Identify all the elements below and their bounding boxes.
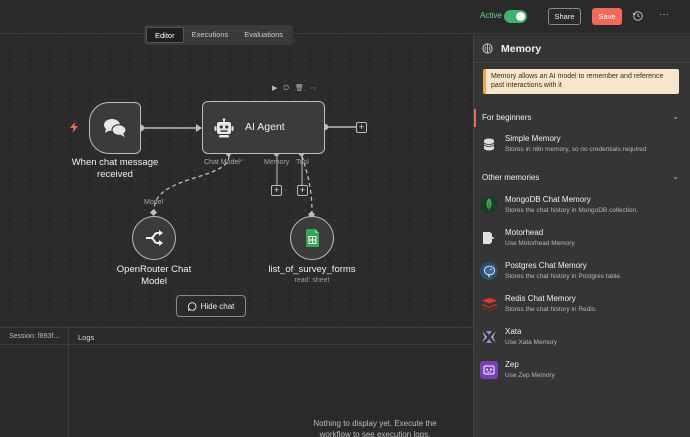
item-title: MongoDB Chat Memory [505, 195, 591, 204]
share-button[interactable]: Share [548, 8, 581, 25]
memory-item-zep[interactable]: Zep Use Zep Memory [474, 357, 690, 387]
node-creator-panel: Memory Memory allows an AI model to reme… [473, 35, 690, 437]
logs-divider [69, 344, 473, 345]
add-output-node-button[interactable]: + [356, 122, 367, 133]
chat-trigger-label: When chat message received [71, 157, 159, 180]
redis-icon [480, 295, 498, 313]
item-description: Stores the chat history in MongoDB colle… [505, 207, 638, 214]
memory-item-redis[interactable]: Redis Chat Memory Stores the chat histor… [474, 291, 690, 321]
session-divider [0, 344, 69, 345]
ai-agent-label: AI Agent [245, 121, 285, 133]
item-description: Use Motorhead Memory [505, 240, 575, 247]
history-icon[interactable] [632, 10, 644, 22]
save-button[interactable]: Save [592, 8, 622, 25]
section-other-memories[interactable]: Other memories ⌄ [474, 169, 690, 187]
item-description: Stores the chat history in Redis. [505, 306, 597, 313]
memory-info-callout: Memory allows an AI model to remember an… [483, 69, 679, 94]
chevron-down-icon: ⌄ [672, 172, 679, 181]
item-title: Zep [505, 360, 519, 369]
port-memory-label: Memory [264, 159, 290, 166]
google-sheets-node[interactable] [290, 216, 334, 260]
item-title: Xata [505, 327, 522, 336]
item-description: Stores in n8n memory, so no credentials … [505, 146, 647, 153]
xata-icon [480, 328, 498, 346]
model-port-label: Model [144, 199, 164, 206]
session-panel: Session: f893f... [0, 328, 69, 437]
hide-chat-button[interactable]: Hide chat [176, 295, 246, 317]
postgres-elephant-icon [480, 262, 498, 280]
memory-item-simple[interactable]: Simple Memory Stores in n8n memory, so n… [474, 131, 690, 161]
add-memory-button[interactable]: + [271, 185, 282, 196]
panel-header: Memory [474, 35, 690, 63]
add-tool-button[interactable]: + [297, 185, 308, 196]
section-title: Other memories [482, 173, 540, 182]
hide-chat-label: Hide chat [200, 301, 235, 311]
delete-icon[interactable]: 🗑 [294, 85, 310, 92]
memory-item-xata[interactable]: Xata Use Xata Memory [474, 324, 690, 354]
google-sheets-icon [306, 229, 319, 247]
section-accent [474, 109, 476, 127]
port-chat-model-label: Chat Model* [204, 159, 243, 166]
node-toolbar: ▶⏻🗑⋯ [272, 84, 323, 93]
ai-agent-node[interactable]: AI Agent [202, 101, 325, 154]
database-icon [480, 135, 498, 153]
motorhead-icon [480, 229, 498, 247]
memory-item-motorhead[interactable]: Motorhead Use Motorhead Memory [474, 225, 690, 255]
logs-empty-message: Nothing to display yet. Execute the work… [313, 419, 437, 437]
tab-evaluations[interactable]: Evaluations [244, 30, 284, 39]
chevron-down-icon: ⌄ [672, 112, 679, 121]
item-title: Postgres Chat Memory [505, 261, 587, 270]
brain-icon [482, 43, 493, 54]
more-options-icon[interactable]: ··· [659, 9, 669, 20]
power-icon[interactable]: ⏻ [283, 85, 295, 92]
chat-bubbles-icon [104, 119, 127, 137]
openrouter-model-node[interactable] [132, 216, 176, 260]
item-description: Use Xata Memory [505, 339, 558, 346]
node-more-icon[interactable]: ⋯ [309, 85, 323, 92]
workflow-canvas[interactable] [0, 35, 473, 327]
item-description: Use Zep Memory [505, 372, 555, 379]
google-sheets-label: list_of_survey_forms [268, 264, 356, 275]
active-toggle[interactable] [504, 10, 527, 23]
item-description: Stores the chat history in Postgres tabl… [505, 273, 622, 280]
chat-trigger-node[interactable] [89, 102, 141, 154]
toggle-knob [516, 12, 525, 21]
tab-executions[interactable]: Executions [191, 30, 229, 39]
play-icon[interactable]: ▶ [272, 85, 284, 92]
item-title: Redis Chat Memory [505, 294, 576, 303]
active-label: Active [480, 11, 502, 20]
port-tool-label: Tool [296, 159, 309, 166]
top-bar: Active Share Save ··· [0, 0, 690, 34]
view-tabs: Editor Executions Evaluations [144, 25, 294, 45]
mongodb-leaf-icon [480, 196, 498, 214]
section-title: For beginners [482, 113, 532, 122]
openrouter-icon [146, 230, 163, 246]
chat-icon [187, 301, 196, 311]
item-title: Motorhead [505, 228, 544, 237]
section-for-beginners[interactable]: For beginners ⌄ [474, 109, 690, 127]
trigger-bolt-icon [70, 122, 78, 133]
openrouter-model-label: OpenRouter Chat Model [116, 264, 192, 287]
panel-title: Memory [501, 43, 542, 55]
zep-icon [480, 361, 498, 379]
item-title: Simple Memory [505, 134, 561, 143]
tab-editor[interactable]: Editor [146, 27, 184, 43]
logs-label: Logs [78, 333, 95, 342]
bottom-panel: Session: f893f... Logs Nothing to displa… [0, 327, 473, 437]
session-label: Session: f893f... [9, 333, 60, 340]
memory-item-mongodb[interactable]: MongoDB Chat Memory Stores the chat hist… [474, 192, 690, 222]
memory-item-postgres[interactable]: Postgres Chat Memory Stores the chat his… [474, 258, 690, 288]
robot-icon [214, 118, 234, 138]
google-sheets-sublabel: read: sheet [294, 277, 330, 284]
